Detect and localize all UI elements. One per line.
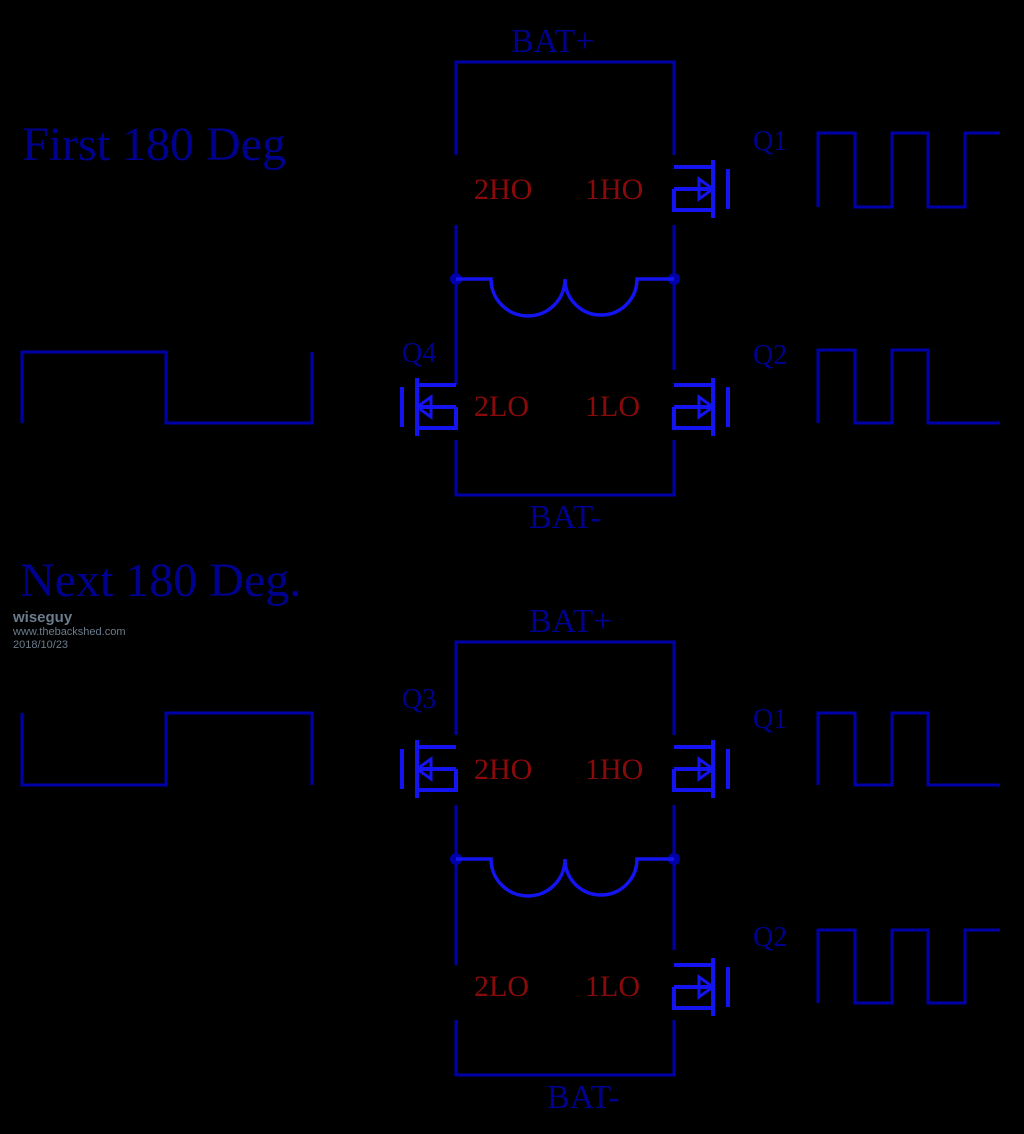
q3-label: Q3	[402, 684, 436, 715]
bat-minus-label: BAT-	[529, 499, 601, 536]
q1-label: Q1	[753, 704, 787, 735]
gate-label-2lo: 2LO	[474, 390, 529, 423]
heading-first: First 180 Deg	[22, 118, 286, 171]
watermark-site: www.thebackshed.com	[13, 626, 126, 638]
mosfet-icon	[672, 958, 715, 1016]
mosfet-arrow-icon	[414, 756, 433, 782]
heading-next: Next 180 Deg.	[20, 554, 301, 607]
bat-minus-label: BAT-	[547, 1079, 619, 1116]
gate-label-1lo: 1LO	[585, 970, 640, 1003]
wire-bat-minus	[454, 1020, 676, 1077]
mosfet-arrow-icon	[697, 974, 716, 1000]
q2-label: Q2	[753, 922, 787, 953]
mosfet-arrow-icon	[697, 176, 716, 202]
mosfet-arrow-icon	[697, 394, 716, 420]
mosfet-icon	[415, 740, 458, 798]
gate-label-2ho: 2HO	[474, 173, 532, 206]
mosfet-icon	[672, 740, 715, 798]
waveform-q2	[816, 348, 1000, 425]
waveform-q1	[816, 711, 1000, 787]
gate-label-2ho: 2HO	[474, 753, 532, 786]
wire-bat-minus	[454, 440, 676, 497]
inductor	[456, 277, 674, 318]
waveform-q1	[816, 131, 1000, 209]
wire-rail	[454, 805, 676, 965]
gate-label-2lo: 2LO	[474, 970, 529, 1003]
mosfet-icon	[672, 160, 715, 218]
watermark: wiseguy www.thebackshed.com 2018/10/23	[13, 610, 126, 651]
gate-label-1ho: 1HO	[585, 753, 643, 786]
waveform-q2	[816, 928, 1000, 1005]
q2-label: Q2	[753, 340, 787, 371]
watermark-name: wiseguy	[13, 609, 73, 626]
waveform-left	[20, 711, 314, 787]
wire-rail	[454, 225, 676, 385]
inductor	[456, 857, 674, 898]
mosfet-icon	[672, 378, 715, 436]
gate-label-1lo: 1LO	[585, 390, 640, 423]
q1-label: Q1	[753, 126, 787, 157]
mosfet-arrow-icon	[697, 756, 716, 782]
bat-plus-label: BAT+	[511, 23, 594, 60]
wire-bat-plus	[454, 640, 676, 735]
watermark-date: 2018/10/23	[13, 639, 69, 651]
q4-label: Q4	[402, 338, 436, 369]
mosfet-arrow-icon	[414, 394, 433, 420]
waveform-left	[20, 350, 314, 425]
bat-plus-label: BAT+	[529, 603, 612, 640]
mosfet-icon	[415, 378, 458, 436]
wire-bat-plus	[454, 60, 676, 155]
gate-label-1ho: 1HO	[585, 173, 643, 206]
